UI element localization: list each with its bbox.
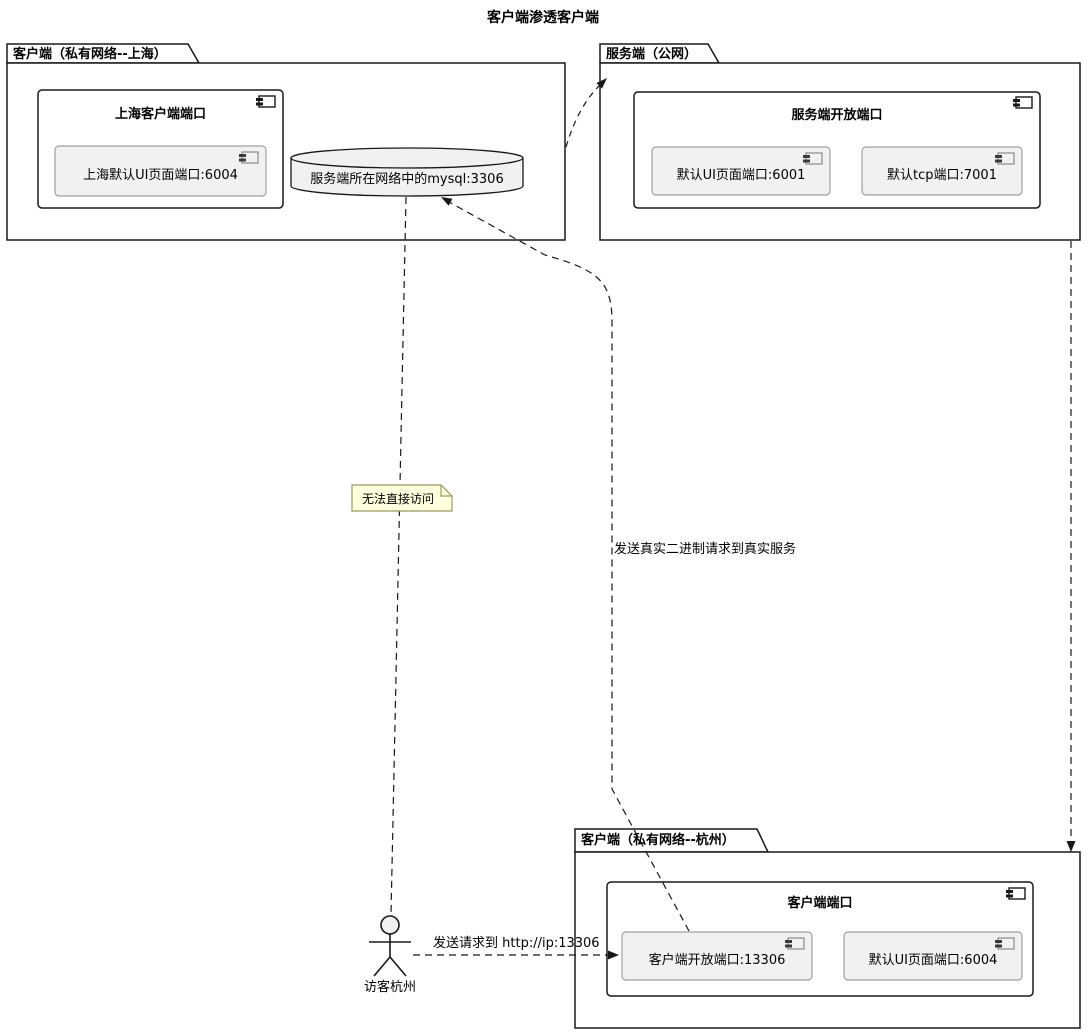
package-shanghai-label: 客户端（私有网络--上海） xyxy=(13,47,167,62)
component-icon xyxy=(238,151,259,164)
arrowhead-actor-to-13306 xyxy=(608,950,619,960)
component-icon xyxy=(784,937,805,950)
actor-label: 访客杭州 xyxy=(363,980,416,995)
component-server-ui-port xyxy=(651,146,831,196)
component-icon xyxy=(802,152,823,165)
component-icon xyxy=(255,95,276,108)
component-hangzhou-open-port xyxy=(621,931,813,981)
component-hangzhou-open-port-label: 客户端开放端口:13306 xyxy=(648,953,786,968)
component-hangzhou-ui-port xyxy=(843,931,1023,981)
edge-shanghai-to-server xyxy=(565,83,602,148)
component-server-ui-port-label: 默认UI页面端口:6001 xyxy=(676,168,806,183)
component-shanghai-ports-title: 上海客户端端口 xyxy=(114,107,206,122)
component-hangzhou-ui-port-label: 默认UI页面端口:6004 xyxy=(868,953,998,968)
arrowhead-13306-to-mysql xyxy=(441,197,453,206)
edge-label-http-request: 发送请求到 http://ip:13306 xyxy=(433,936,600,951)
component-hangzhou-ports-title: 客户端端口 xyxy=(787,896,853,911)
component-icon xyxy=(994,937,1015,950)
component-server-tcp-port-label: 默认tcp端口:7001 xyxy=(887,168,997,183)
diagram-title: 客户端渗透客户端 xyxy=(487,10,599,26)
component-icon xyxy=(1012,96,1033,109)
note-text: 无法直接访问 xyxy=(361,492,434,506)
arrowhead-shanghai-to-server xyxy=(596,78,607,89)
component-shanghai-ui-port xyxy=(54,145,267,197)
component-icon xyxy=(994,152,1015,165)
actor-figure xyxy=(369,915,411,977)
edge-actor-to-mysql xyxy=(390,196,407,916)
component-server-tcp-port xyxy=(861,146,1023,196)
package-server-label: 服务端（公网） xyxy=(606,47,698,62)
database-label: 服务端所在网络中的mysql:3306 xyxy=(310,172,504,187)
edge-13306-to-mysql xyxy=(448,201,690,932)
database-cylinder xyxy=(290,147,524,197)
component-server-ports-title: 服务端开放端口 xyxy=(791,108,883,123)
arrowhead-server-to-hangzhou xyxy=(1066,841,1076,852)
note-shape xyxy=(351,484,453,512)
edge-label-binary-request: 发送真实二进制请求到真实服务 xyxy=(614,542,797,557)
component-shanghai-ui-port-label: 上海默认UI页面端口:6004 xyxy=(83,168,238,183)
package-hangzhou-label: 客户端（私有网络--杭州） xyxy=(581,833,735,848)
